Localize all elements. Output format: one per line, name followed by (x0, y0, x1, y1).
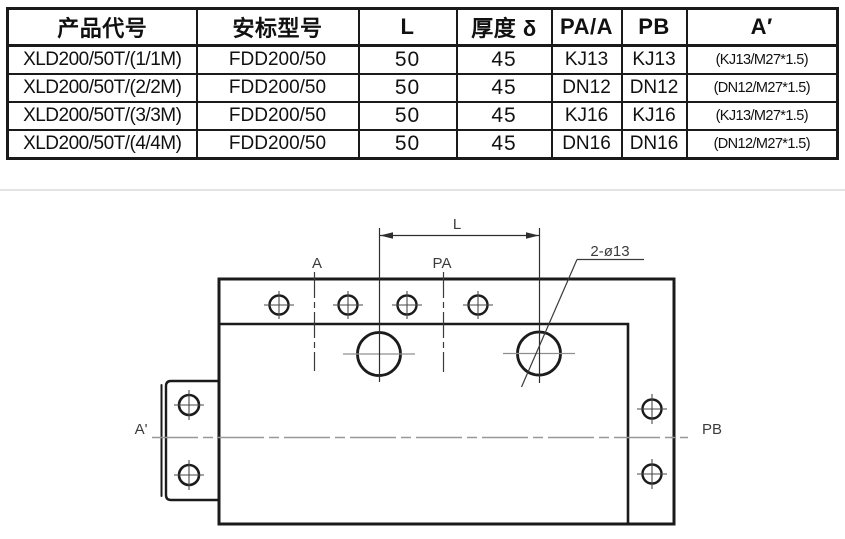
cell-product-code: XLD200/50T/(2/2M) (6, 73, 198, 103)
header-thickness: 厚度 δ (455, 7, 553, 47)
spec-table-container: 产品代号 安标型号 L 厚度 δ PA/A PB A′ XLD200/50T/(… (6, 7, 839, 160)
mounting-hole (392, 291, 422, 319)
dimension-L: L (380, 216, 539, 239)
hole-callout: 2-ø13 (520, 243, 644, 388)
axis-lines: A PA (312, 255, 451, 372)
cell-length: 50 (357, 101, 458, 131)
cell-pa-a: KJ16 (550, 101, 623, 131)
callout-leader-line (520, 259, 578, 388)
cell-pb: DN16 (620, 129, 688, 160)
header-pb: PB (620, 7, 688, 47)
dimension-arrow-right (526, 232, 539, 239)
right-flange-holes (637, 394, 667, 489)
mounting-hole (264, 291, 294, 319)
mounting-hole (174, 390, 204, 420)
dimension-L-label: L (453, 216, 461, 233)
cell-safety-model: FDD200/50 (195, 101, 360, 131)
cell-length: 50 (357, 44, 458, 75)
cell-thickness: 45 (455, 73, 553, 103)
header-safety-model: 安标型号 (195, 7, 360, 47)
left-mounting-plate (160, 379, 219, 502)
cell-pb: DN12 (620, 73, 688, 103)
cell-pb: KJ16 (620, 101, 688, 131)
table-row: XLD200/50T/(1/1M) FDD200/50 50 45 KJ13 K… (6, 44, 839, 75)
table-row: XLD200/50T/(3/3M) FDD200/50 50 45 KJ16 K… (6, 101, 839, 131)
horizontal-centerline: A' PB (135, 421, 722, 439)
header-product-code: 产品代号 (6, 7, 198, 47)
cell-thickness: 45 (455, 101, 553, 131)
hole-callout-text: 2-ø13 (590, 243, 629, 260)
scan-shadow-line (0, 189, 845, 191)
mounting-hole (174, 460, 204, 490)
header-a-prime: A′ (685, 7, 839, 47)
cell-safety-model: FDD200/50 (195, 73, 360, 103)
cell-length: 50 (357, 129, 458, 160)
table-header-row: 产品代号 安标型号 L 厚度 δ PA/A PB A′ (6, 7, 839, 47)
cell-safety-model: FDD200/50 (195, 129, 360, 160)
flange-step-line (219, 322, 630, 524)
header-length: L (357, 7, 458, 47)
mounting-hole (463, 291, 493, 319)
table-row: XLD200/50T/(2/2M) FDD200/50 50 45 DN12 D… (6, 73, 839, 103)
port-PA-label: PA (433, 255, 452, 272)
mounting-hole (333, 291, 363, 319)
cell-thickness: 45 (455, 44, 553, 75)
cell-pa-a: DN16 (550, 129, 623, 160)
large-port-holes (343, 228, 575, 383)
cell-product-code: XLD200/50T/(3/3M) (6, 101, 198, 131)
cell-length: 50 (357, 73, 458, 103)
cell-a-prime: (KJ13/M27*1.5) (685, 101, 839, 131)
port-PB-label: PB (702, 421, 722, 438)
cell-pa-a: DN12 (550, 73, 623, 103)
top-flange-holes (264, 291, 493, 319)
table-row: XLD200/50T/(4/4M) FDD200/50 50 45 DN16 D… (6, 129, 839, 160)
valve-body-outline (217, 277, 676, 526)
header-pa-a: PA/A (550, 7, 623, 47)
section-A-prime-label: A' (135, 421, 148, 438)
dimension-arrow-left (380, 232, 393, 239)
mounting-hole (637, 459, 667, 489)
cell-a-prime: (DN12/M27*1.5) (685, 129, 839, 160)
mounting-hole (637, 394, 667, 424)
axis-A-label: A (312, 255, 322, 272)
cell-thickness: 45 (455, 129, 553, 160)
left-plate-holes (174, 390, 204, 490)
product-spec-table: 产品代号 安标型号 L 厚度 δ PA/A PB A′ XLD200/50T/(… (6, 7, 839, 160)
cell-product-code: XLD200/50T/(4/4M) (6, 129, 198, 160)
cell-a-prime: (DN12/M27*1.5) (685, 73, 839, 103)
